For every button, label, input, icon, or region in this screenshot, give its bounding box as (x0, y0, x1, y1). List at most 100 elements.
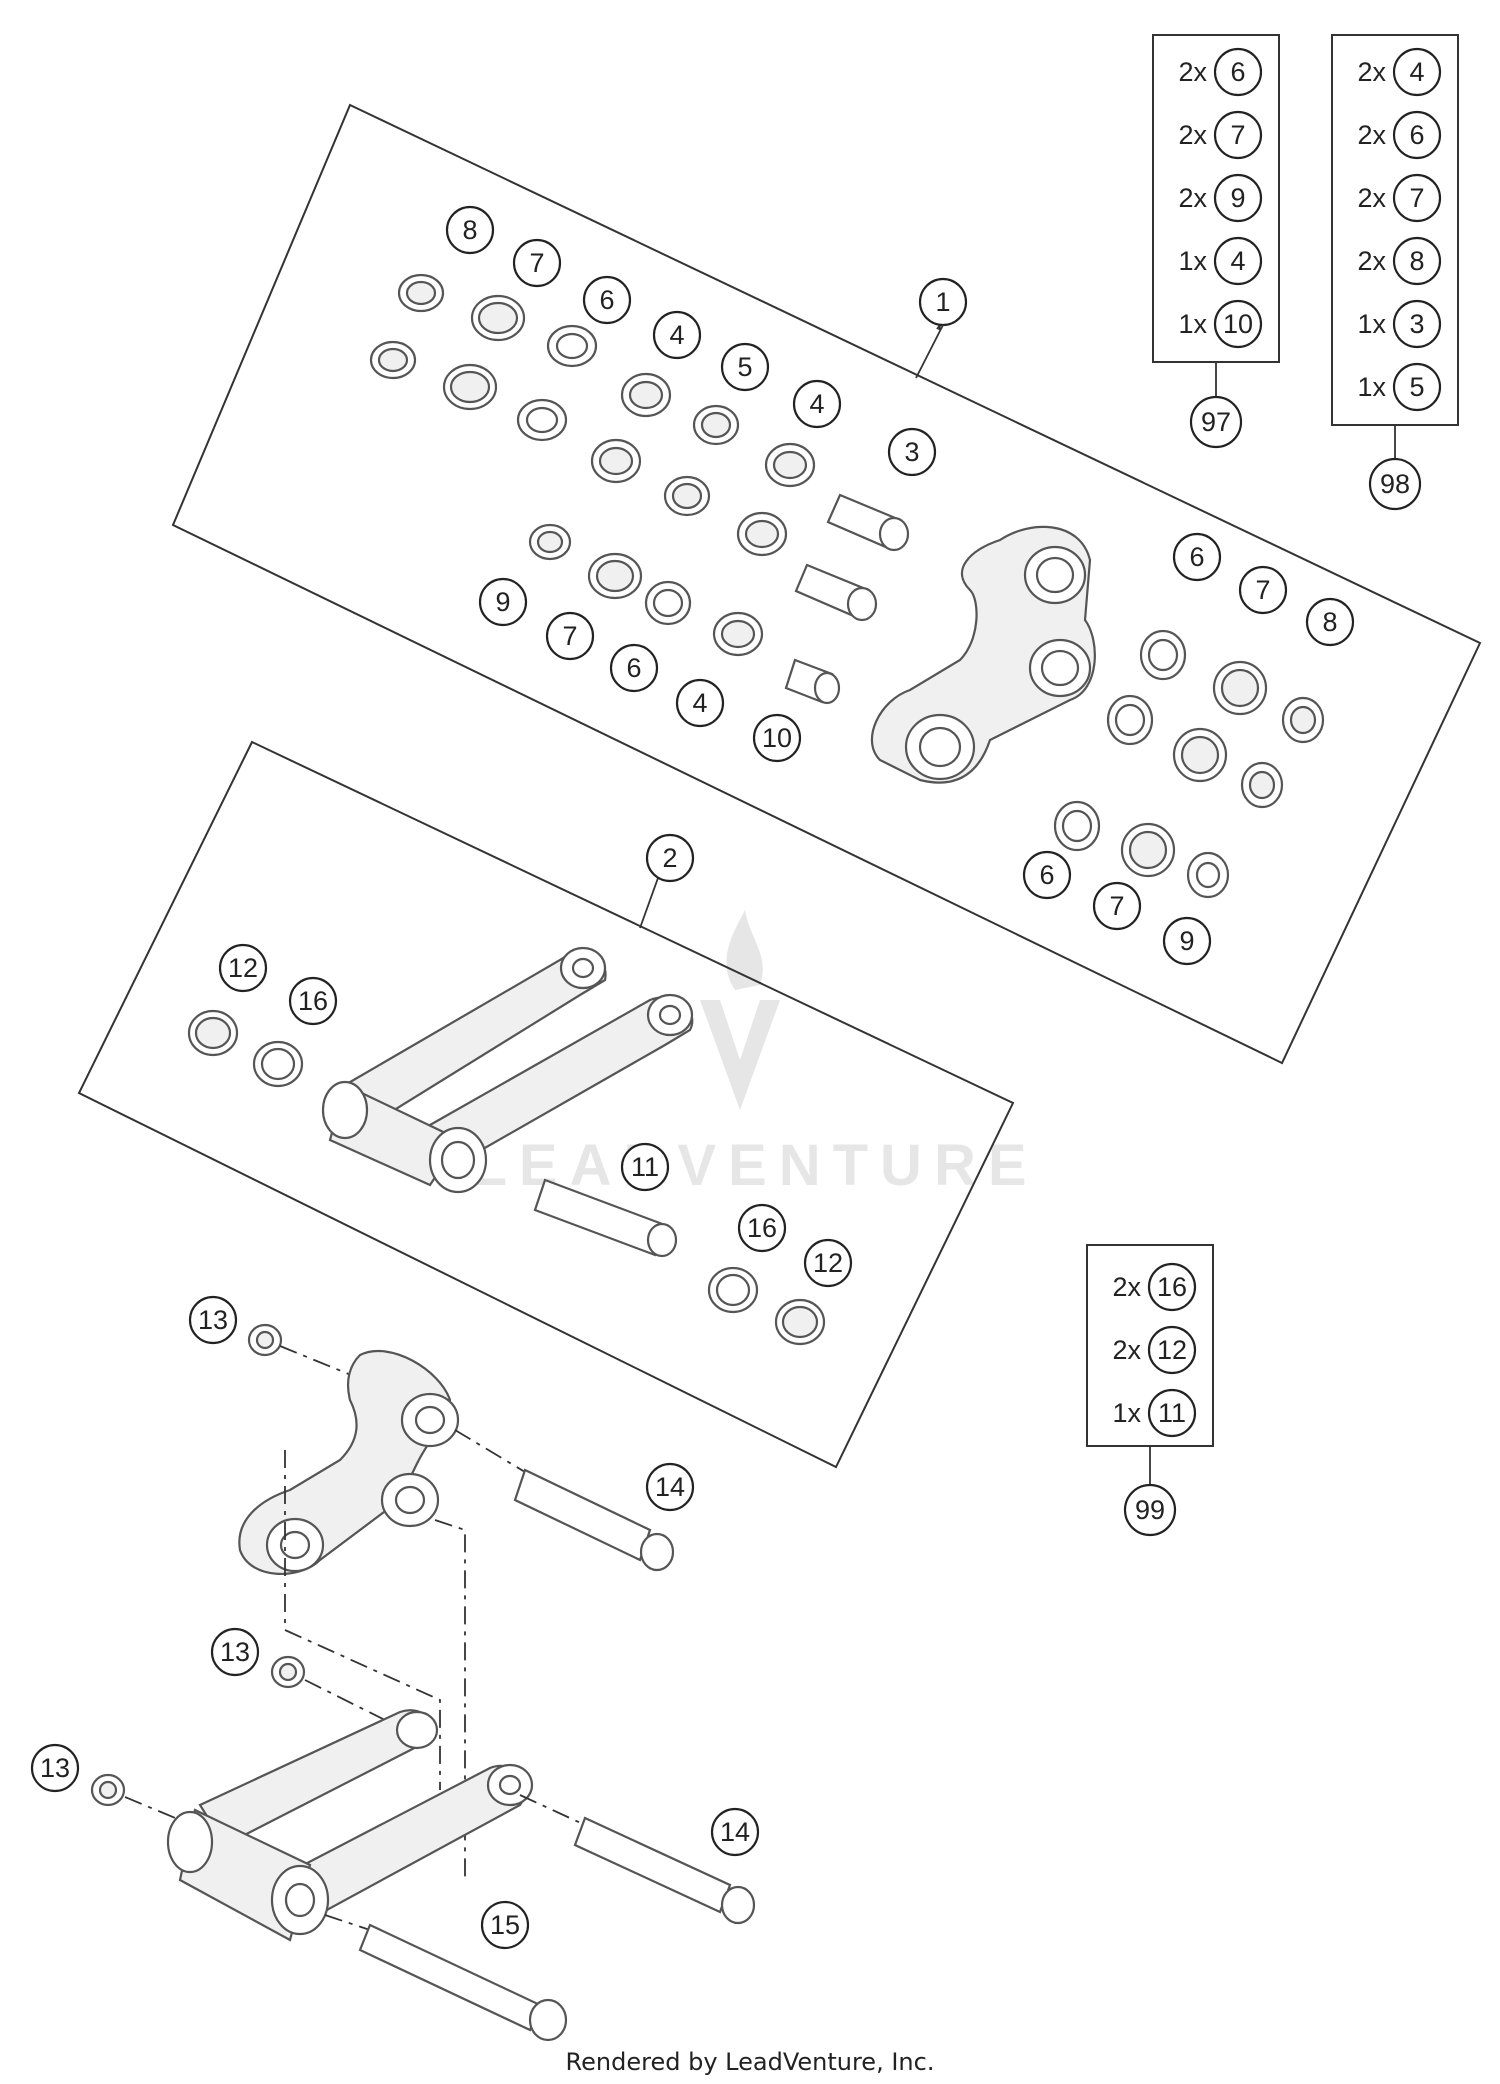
kit-item-part-callout[interactable]: 7 (1213, 110, 1263, 160)
kit-number: 97 (1201, 407, 1231, 437)
kit-item-part-callout[interactable]: 6 (1392, 110, 1442, 160)
kit-item-part-number: 6 (1230, 57, 1245, 87)
callout-part-2[interactable]: 2 (645, 833, 695, 883)
kit-item-part-callout[interactable]: 6 (1213, 47, 1263, 97)
svg-text:5: 5 (737, 352, 752, 382)
callout-part-14[interactable]: 14 (645, 1462, 695, 1512)
svg-text:9: 9 (495, 587, 510, 617)
callout-part-13[interactable]: 13 (30, 1743, 80, 1793)
kit-item-part-callout[interactable]: 4 (1213, 236, 1263, 286)
callout-part-9[interactable]: 9 (478, 577, 528, 627)
callout-part-8[interactable]: 8 (445, 205, 495, 255)
callout-part-4[interactable]: 4 (652, 310, 702, 360)
svg-text:10: 10 (762, 723, 792, 753)
kit-item-qty: 2x (1178, 183, 1207, 213)
svg-text:12: 12 (813, 1248, 843, 1278)
callout-part-7[interactable]: 7 (545, 611, 595, 661)
svg-text:13: 13 (40, 1753, 70, 1783)
kit-item-row: 2x 9 (1178, 173, 1263, 223)
svg-text:6: 6 (626, 653, 641, 683)
watermark-logo-icon (700, 1000, 780, 1110)
kit-item-part-callout[interactable]: 12 (1147, 1325, 1197, 1375)
svg-text:7: 7 (529, 248, 544, 278)
svg-text:4: 4 (809, 389, 824, 419)
kit-item-part-number: 11 (1158, 1398, 1186, 1428)
svg-text:2: 2 (662, 843, 677, 873)
callout-part-10[interactable]: 10 (752, 713, 802, 763)
svg-text:13: 13 (198, 1305, 228, 1335)
kit-item-part-number: 4 (1409, 57, 1424, 87)
kit-item-part-number: 9 (1230, 183, 1245, 213)
callout-part-9[interactable]: 9 (1162, 916, 1212, 966)
callout-part-1[interactable]: 1 (918, 277, 968, 327)
kit-item-qty: 2x (1357, 120, 1386, 150)
kit-item-part-callout[interactable]: 9 (1213, 173, 1263, 223)
kit-item-part-callout[interactable]: 4 (1392, 47, 1442, 97)
kit-item-part-callout[interactable]: 10 (1213, 299, 1263, 349)
kit-item-part-callout[interactable]: 16 (1147, 1262, 1197, 1312)
kit-item-qty: 1x (1357, 372, 1386, 402)
callout-part-5[interactable]: 5 (720, 342, 770, 392)
kit-item-part-number: 10 (1223, 309, 1253, 339)
kit-item-qty: 1x (1357, 309, 1386, 339)
kit-item-part-callout[interactable]: 3 (1392, 299, 1442, 349)
kit-item-qty: 2x (1112, 1272, 1141, 1302)
kit-number-callout[interactable]: 99 (1123, 1483, 1177, 1537)
svg-text:16: 16 (298, 986, 328, 1016)
svg-text:12: 12 (228, 953, 258, 983)
lever-group-frame (171, 103, 1482, 1065)
svg-text:3: 3 (904, 437, 919, 467)
kit-item-part-callout[interactable]: 8 (1392, 236, 1442, 286)
callout-part-13[interactable]: 13 (210, 1627, 260, 1677)
leader-c2 (639, 877, 659, 929)
callout-part-7[interactable]: 7 (512, 238, 562, 288)
svg-text:11: 11 (631, 1152, 659, 1182)
svg-text:15: 15 (490, 1910, 520, 1940)
kit-item-qty: 2x (1357, 183, 1386, 213)
callout-part-16[interactable]: 16 (737, 1203, 787, 1253)
callout-part-3[interactable]: 3 (887, 427, 937, 477)
callout-part-7[interactable]: 7 (1238, 565, 1288, 615)
kit-item-part-number: 5 (1409, 372, 1424, 402)
callout-part-6[interactable]: 6 (1172, 532, 1222, 582)
svg-text:14: 14 (655, 1472, 685, 1502)
callout-part-6[interactable]: 6 (1022, 850, 1072, 900)
callout-part-12[interactable]: 12 (218, 943, 268, 993)
kit-number-callout[interactable]: 98 (1368, 457, 1422, 511)
kit-item-part-callout[interactable]: 11 (1147, 1388, 1197, 1438)
callout-part-7[interactable]: 7 (1092, 881, 1142, 931)
kit-box-frame (1331, 34, 1459, 426)
kit-item-part-callout[interactable]: 5 (1392, 362, 1442, 412)
footer-credit: Rendered by LeadVenture, Inc. (565, 2048, 935, 2076)
callout-part-16[interactable]: 16 (288, 976, 338, 1026)
callout-part-14[interactable]: 14 (710, 1807, 760, 1857)
callout-part-4[interactable]: 4 (792, 379, 842, 429)
pull-rod-frame (77, 740, 1015, 1469)
svg-text:7: 7 (562, 621, 577, 651)
kit-item-part-number: 8 (1409, 246, 1424, 276)
callout-part-6[interactable]: 6 (609, 643, 659, 693)
kit-item-part-callout[interactable]: 7 (1392, 173, 1442, 223)
callout-part-11[interactable]: 11 (620, 1142, 670, 1192)
svg-text:9: 9 (1179, 926, 1194, 956)
callout-part-6[interactable]: 6 (582, 275, 632, 325)
callout-part-13[interactable]: 13 (188, 1295, 238, 1345)
callout-part-4[interactable]: 4 (675, 678, 725, 728)
callout-part-8[interactable]: 8 (1305, 597, 1355, 647)
callout-part-15[interactable]: 15 (480, 1900, 530, 1950)
svg-text:8: 8 (462, 215, 477, 245)
callout-part-12[interactable]: 12 (803, 1238, 853, 1288)
pull-rod-bearings (187, 1009, 826, 1346)
pull-rod (321, 946, 694, 1194)
kit-number-callout[interactable]: 97 (1189, 395, 1243, 449)
svg-text:1: 1 (935, 287, 950, 317)
